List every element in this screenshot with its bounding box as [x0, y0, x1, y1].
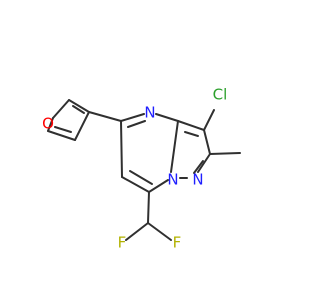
molecule-canvas: Cl O N N N F F — [42, 85, 241, 252]
furan-bond-c4-c5 — [47, 130, 76, 141]
fluorine-right-bond — [147, 222, 172, 241]
furan-bond-o-c2 — [52, 99, 70, 119]
furan-bond-c2-c3 — [68, 99, 90, 113]
pyrimidine-bond-c5-n4 — [120, 113, 145, 122]
pyrimidine-inner-double-1 — [127, 120, 146, 128]
furan-inner-double-1 — [72, 105, 85, 114]
pyrimidine-bond-c3a-n — [170, 120, 179, 173]
bridgehead-nitrogen-label: N — [167, 171, 178, 189]
pyrimidine-bond-n-c7 — [148, 179, 169, 193]
chlorine-bond — [203, 109, 215, 131]
chlorine-atom-label: Cl — [213, 86, 228, 104]
pyrimidine-bond-c7-c6 — [121, 176, 150, 193]
pyrazole-nitrogen-label: N — [192, 171, 203, 189]
pyrazole-bond-c3-c2 — [203, 129, 211, 155]
fluorine-left-label: F — [118, 234, 127, 252]
furan-inner-double-2 — [54, 126, 72, 133]
fluorine-right-label: F — [173, 234, 182, 252]
furan-to-pyrimidine-bond — [88, 111, 122, 122]
pyrazole-inner-double-1 — [184, 131, 199, 137]
pyrazole-bond-c2-n1 — [197, 153, 211, 173]
furan-bond-c3-c4 — [74, 111, 90, 141]
pyrazole-inner-double-2 — [193, 160, 204, 174]
fluorine-left-bond — [125, 222, 149, 241]
furan-bond-c5-o — [47, 117, 54, 132]
molecule-structure: Cl O N N N F F — [42, 86, 241, 252]
oxygen-atom-label: O — [42, 115, 54, 133]
pyrimidine-inner-double-2 — [129, 170, 153, 185]
pyrimidine-bond-c6-c5 — [120, 120, 123, 178]
difluoromethyl-bond — [147, 191, 150, 224]
pyrazole-bond-c3a-c3 — [177, 120, 205, 131]
methyl-bond — [209, 152, 241, 155]
pyrimidine-nitrogen-label: N — [144, 104, 155, 122]
pyrimidine-bond-n4-c3a — [155, 113, 179, 122]
